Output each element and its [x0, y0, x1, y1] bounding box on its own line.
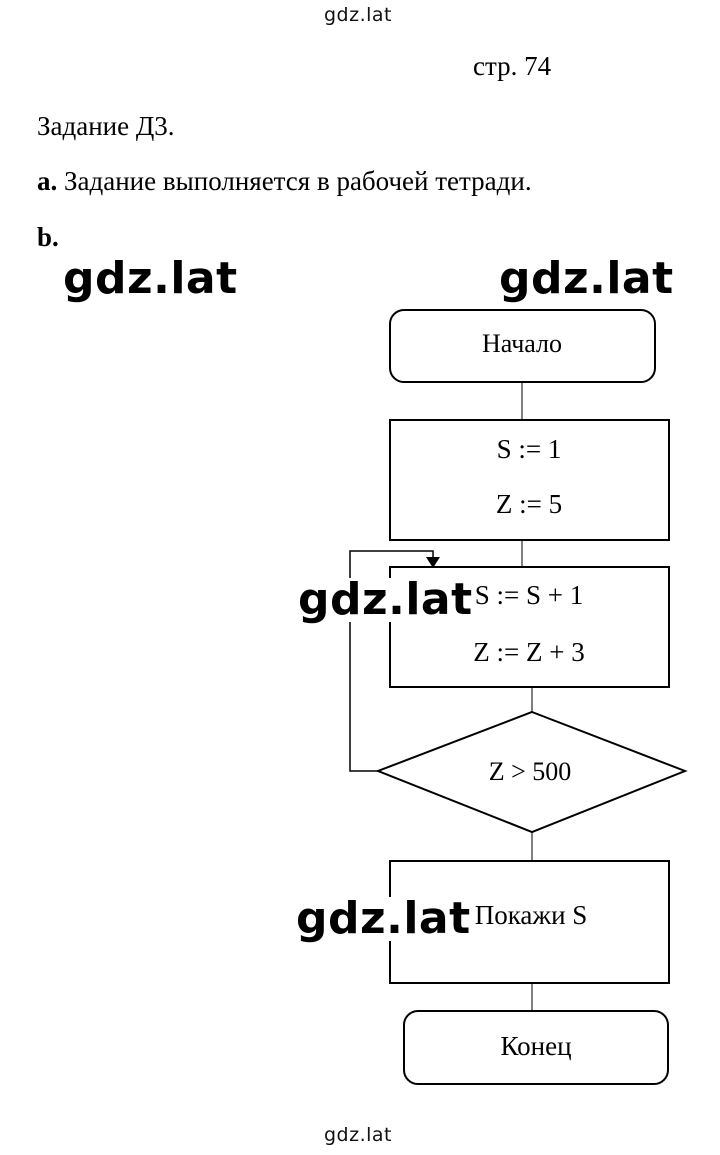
start-terminal [389, 309, 656, 383]
part-a: a. Задание выполняется в рабочей тетради… [37, 166, 532, 197]
page-reference: стр. 74 [473, 51, 552, 81]
loop-back-arrow [349, 550, 434, 772]
part-b-marker: b. [37, 222, 59, 252]
start-label: Начало [482, 329, 562, 358]
watermark-large-left: gdz.lat [63, 253, 238, 304]
loop-line-2: Z := Z + 3 [473, 637, 584, 667]
condition-diamond [375, 710, 688, 834]
part-a-marker: a. [37, 166, 58, 196]
end-terminal [403, 1010, 669, 1085]
init-line-1: S := 1 [497, 434, 562, 464]
end-label: Конец [500, 1031, 571, 1061]
init-process [389, 419, 670, 541]
loop-line-1: S := S + 1 [475, 580, 584, 610]
output-label: Покажи S [475, 900, 588, 930]
loop-back-arrowhead [426, 557, 440, 568]
part-a-text: Задание выполняется в рабочей тетради. [64, 166, 532, 196]
watermark-large-loop: gdz.lat [298, 574, 475, 625]
init-line-2: Z := 5 [496, 489, 562, 519]
condition-label: Z > 500 [489, 757, 572, 786]
watermark-large-right: gdz.lat [499, 253, 674, 304]
watermark-bottom: gdz.lat [324, 1124, 393, 1146]
task-title: Задание Д3. [37, 111, 175, 141]
watermark-large-output: gdz.lat [296, 893, 473, 944]
watermark-top: gdz.lat [324, 4, 393, 26]
